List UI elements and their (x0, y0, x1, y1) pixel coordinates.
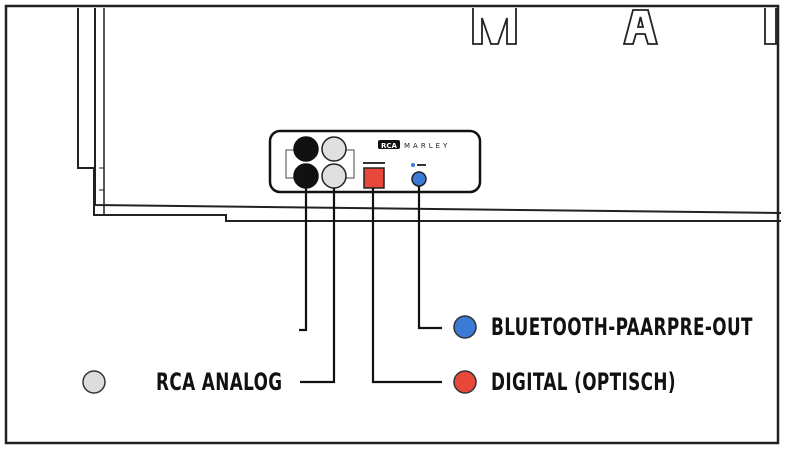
rca-logo-mark (378, 140, 400, 149)
optical-port[interactable] (363, 167, 385, 189)
rca-analog-label: RCA ANALOG (156, 368, 283, 396)
brand-text: MARLEY (404, 142, 450, 150)
rca-white-leader (300, 188, 336, 384)
rca-white-top-port[interactable] (321, 136, 347, 162)
bluetooth-legend-dot (453, 315, 477, 339)
optical-label-strip (363, 162, 385, 164)
optical-leader (371, 188, 442, 384)
bluetooth-leader (417, 186, 442, 330)
digital-legend-dot (453, 370, 477, 394)
device-body (77, 8, 782, 222)
logo-text: RCA (381, 142, 398, 150)
bluetooth-label-strip (417, 164, 426, 166)
rca-black-leader (299, 188, 308, 332)
rca-black-top-port[interactable] (293, 136, 319, 162)
rca-black-bottom-port[interactable] (293, 163, 319, 189)
rca-white-bottom-port[interactable] (321, 163, 347, 189)
rca-legend-dot (82, 370, 106, 394)
brand-letters-decoration (472, 8, 777, 45)
bluetooth-pre-out-port[interactable] (411, 171, 427, 187)
bluetooth-pre-out-label: BLUETOOTH-PAARPRE-OUT (491, 313, 753, 341)
outer-frame (4, 4, 780, 445)
digital-optical-label: DIGITAL (OPTISCH) (491, 368, 677, 396)
leader-lines (299, 186, 442, 384)
